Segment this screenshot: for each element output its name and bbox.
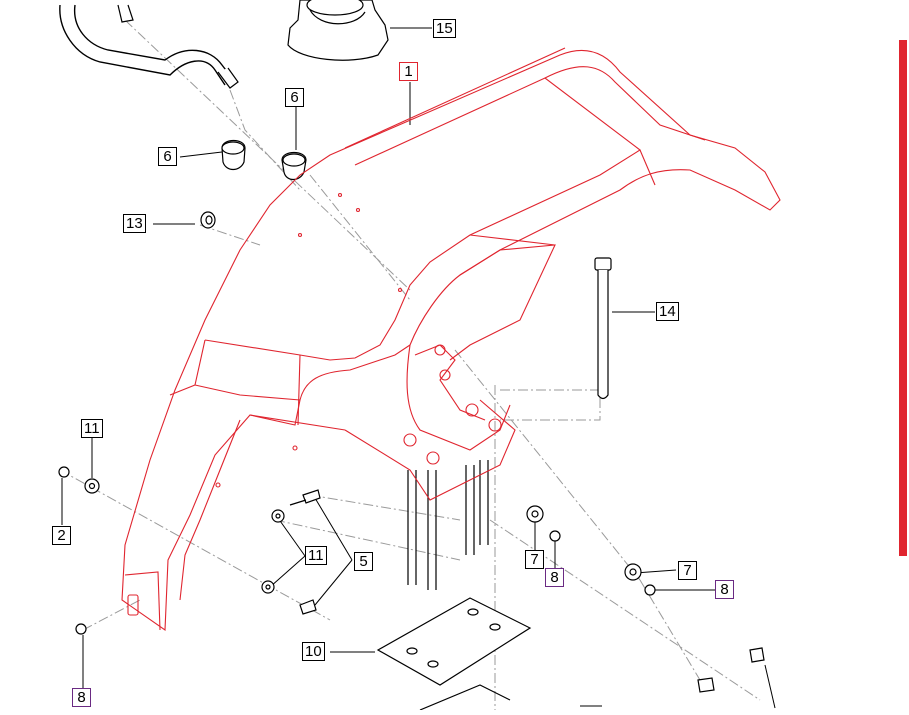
callout-8[interactable]: 8 bbox=[72, 688, 91, 707]
callout-11[interactable]: 11 bbox=[81, 419, 103, 438]
nut-8c bbox=[75, 623, 87, 635]
callout-2[interactable]: 2 bbox=[52, 526, 71, 545]
nut-2 bbox=[58, 466, 70, 478]
bolt-5b bbox=[299, 599, 317, 615]
plate-10 bbox=[376, 597, 532, 686]
callout-15[interactable]: 15 bbox=[433, 19, 456, 38]
callout-7[interactable]: 7 bbox=[678, 561, 697, 580]
hardware-parts bbox=[58, 0, 765, 711]
bolt-lower-b bbox=[749, 647, 765, 663]
fender-part-1 bbox=[121, 47, 781, 632]
bolt-14-shank bbox=[597, 270, 609, 400]
callout-11[interactable]: 11 bbox=[305, 546, 327, 565]
bolt-lower-a bbox=[697, 677, 715, 693]
callout-8[interactable]: 8 bbox=[545, 568, 564, 587]
hose-part bbox=[59, 4, 233, 86]
bolt-5a bbox=[289, 489, 321, 506]
callout-1[interactable]: 1 bbox=[399, 62, 418, 81]
callout-14[interactable]: 14 bbox=[656, 302, 679, 321]
callout-5[interactable]: 5 bbox=[354, 552, 373, 571]
bolt-14-head bbox=[594, 257, 612, 271]
side-accent-bar bbox=[899, 40, 907, 556]
callout-6[interactable]: 6 bbox=[158, 147, 177, 166]
mount-posts bbox=[407, 460, 489, 590]
callout-13[interactable]: 13 bbox=[123, 214, 146, 233]
nut-8b bbox=[644, 584, 656, 596]
callout-10[interactable]: 10 bbox=[302, 642, 325, 661]
callout-8[interactable]: 8 bbox=[715, 580, 734, 599]
callout-7[interactable]: 7 bbox=[525, 550, 544, 569]
callout-leaders bbox=[61, 27, 776, 709]
callout-6[interactable]: 6 bbox=[285, 88, 304, 107]
nut-8a bbox=[549, 530, 561, 542]
